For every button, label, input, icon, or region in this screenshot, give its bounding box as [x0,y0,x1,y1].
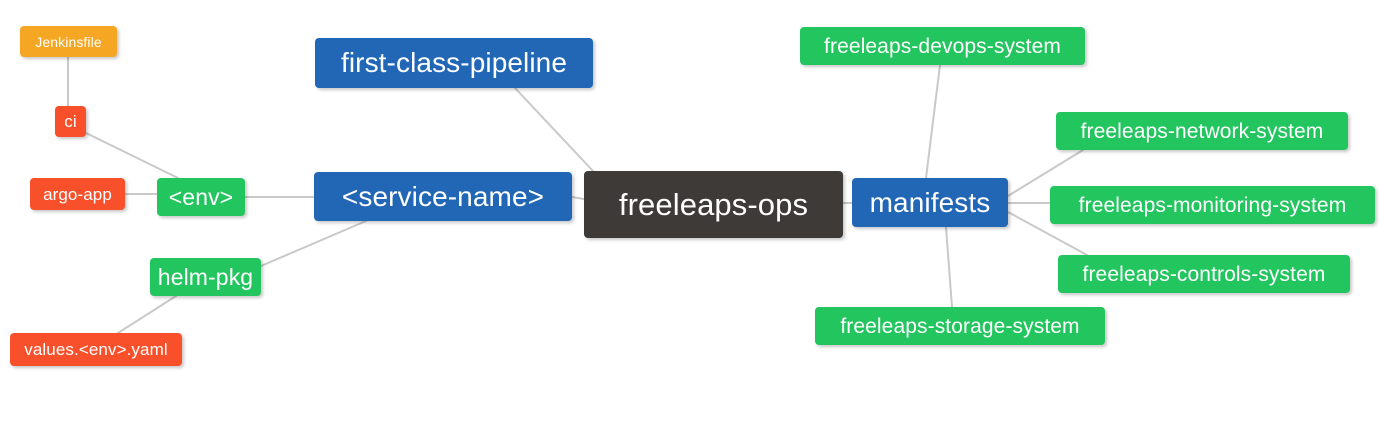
node-label-service-name: <service-name> [341,180,545,212]
node-jenkinsfile[interactable]: Jenkinsfile [20,26,117,57]
node-label-helm-pkg: helm-pkg [157,263,254,290]
node-label-first-class-pipeline: first-class-pipeline [340,47,568,78]
node-label-controls-system: freeleaps-controls-system [1082,262,1326,286]
node-label-jenkinsfile: Jenkinsfile [35,33,102,50]
node-label-env: <env> [168,183,234,210]
edge-env-to-ci [85,132,179,179]
node-manifests[interactable]: manifests [852,178,1008,227]
node-first-class-pipeline[interactable]: first-class-pipeline [315,38,593,88]
node-label-values-yaml: values.<env>.yaml [24,340,168,359]
node-storage-system[interactable]: freeleaps-storage-system [815,307,1105,345]
node-helm-pkg[interactable]: helm-pkg [150,258,261,296]
edge-service-name-to-helm-pkg [260,220,367,267]
edge-helm-pkg-to-values-yaml [117,295,177,334]
edge-root-to-service-name [571,196,585,200]
edge-manifests-to-devops-system [925,64,941,179]
node-argo-app[interactable]: argo-app [30,178,125,210]
node-label-devops-system: freeleaps-devops-system [824,34,1061,58]
node-label-root: freeleaps-ops [618,187,809,222]
node-env[interactable]: <env> [157,178,245,216]
node-label-monitoring-system: freeleaps-monitoring-system [1078,193,1347,217]
node-service-name[interactable]: <service-name> [314,172,572,221]
node-ci[interactable]: ci [55,106,86,137]
node-root[interactable]: freeleaps-ops [584,171,843,238]
node-devops-system[interactable]: freeleaps-devops-system [800,27,1085,65]
node-label-storage-system: freeleaps-storage-system [840,314,1080,338]
node-values-yaml[interactable]: values.<env>.yaml [10,333,182,366]
node-label-manifests: manifests [869,186,991,218]
node-monitoring-system[interactable]: freeleaps-monitoring-system [1050,186,1375,224]
node-network-system[interactable]: freeleaps-network-system [1056,112,1348,150]
edge-root-to-first-class-pipeline [514,87,594,172]
edge-manifests-to-storage-system [945,226,953,308]
node-label-network-system: freeleaps-network-system [1080,119,1324,143]
node-controls-system[interactable]: freeleaps-controls-system [1058,255,1350,293]
node-label-argo-app: argo-app [43,184,112,204]
node-label-ci: ci [64,112,77,131]
